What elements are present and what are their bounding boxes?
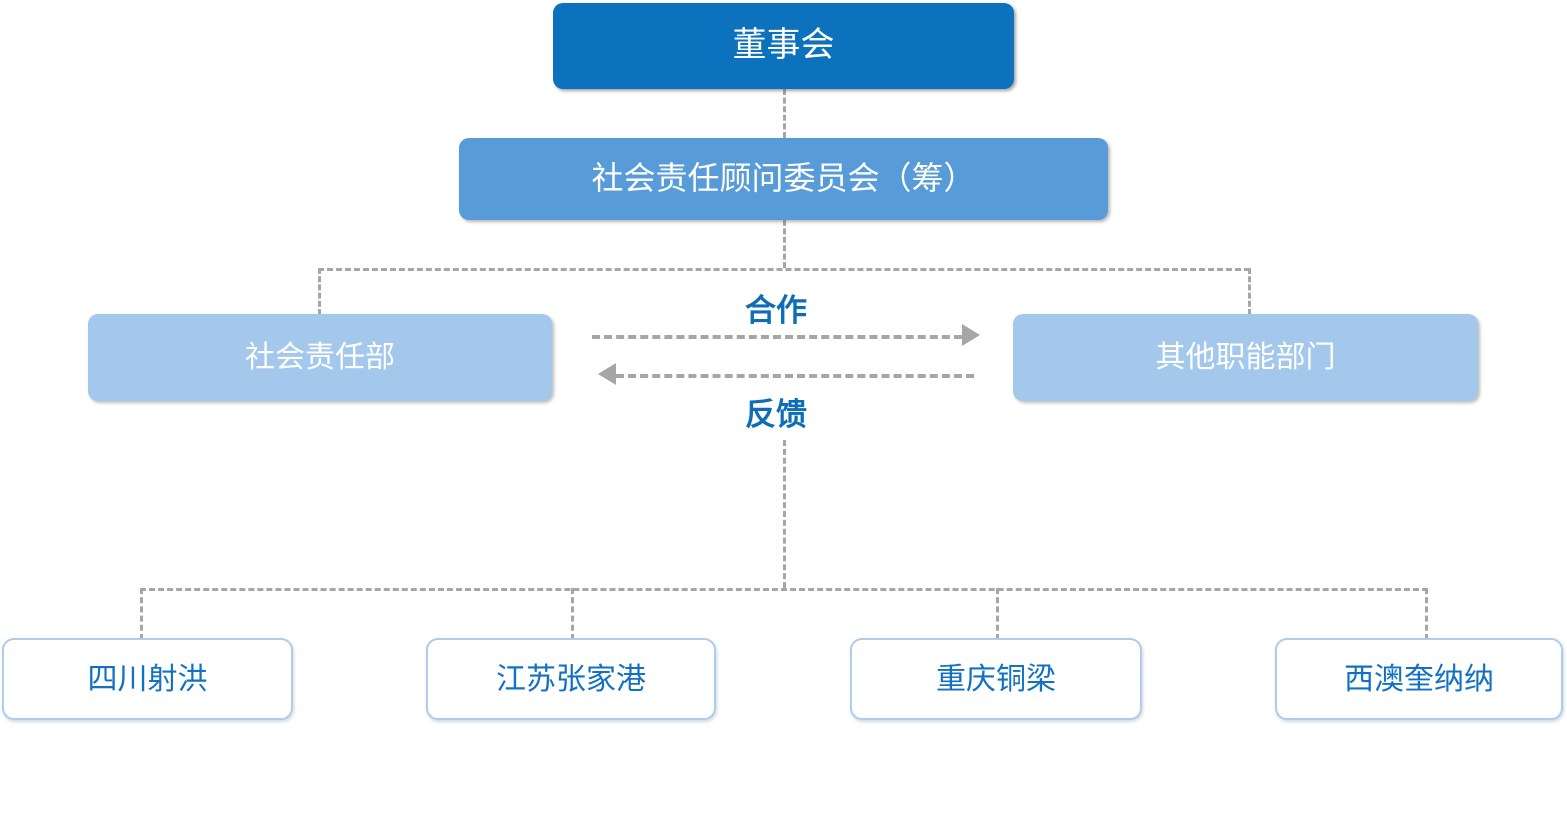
node-site-jiangsu-zhangjiagang-label: 江苏张家港 <box>496 662 646 696</box>
connector-bus-to-other-dept <box>1248 268 1251 315</box>
connector-bus-to-site-3 <box>1425 588 1428 640</box>
node-site-sichuan-shehong-label: 四川射洪 <box>87 662 208 696</box>
connector-bus-to-site-0 <box>140 588 143 640</box>
feedback-label: 反馈 <box>745 397 807 432</box>
connector-department-bus <box>318 268 1250 271</box>
connector-committee-down <box>783 220 786 268</box>
node-csr-advisory-committee[interactable]: 社会责任顾问委员会（筹） <box>459 138 1108 220</box>
node-csr-department-label: 社会责任部 <box>245 341 395 374</box>
node-csr-advisory-committee-label: 社会责任顾问委员会（筹） <box>591 160 976 197</box>
node-site-western-australia-kwinana-label: 西澳奎纳纳 <box>1344 662 1494 696</box>
cooperation-arrow-line <box>592 335 974 339</box>
node-site-jiangsu-zhangjiagang[interactable]: 江苏张家港 <box>426 638 716 720</box>
node-site-western-australia-kwinana[interactable]: 西澳奎纳纳 <box>1275 638 1563 720</box>
connector-bus-to-site-2 <box>996 588 999 640</box>
node-other-functional-departments[interactable]: 其他职能部门 <box>1013 314 1478 401</box>
node-site-chongqing-tongliang-label: 重庆铜梁 <box>936 662 1056 696</box>
feedback-arrow-head-icon <box>598 363 616 385</box>
feedback-arrow-line <box>616 374 974 378</box>
node-site-sichuan-shehong[interactable]: 四川射洪 <box>2 638 293 720</box>
connector-bus-to-site-1 <box>571 588 574 640</box>
cooperation-label: 合作 <box>745 293 807 328</box>
connector-site-bus <box>140 588 1428 591</box>
node-site-chongqing-tongliang[interactable]: 重庆铜梁 <box>850 638 1142 720</box>
node-csr-department[interactable]: 社会责任部 <box>88 314 552 401</box>
node-board-of-directors[interactable]: 董事会 <box>553 3 1014 89</box>
connector-csr-dept-down <box>783 440 786 588</box>
node-other-functional-departments-label: 其他职能部门 <box>1155 341 1336 374</box>
connector-bus-to-csr-dept <box>318 268 321 315</box>
node-board-of-directors-label: 董事会 <box>732 26 835 65</box>
cooperation-arrow-head-icon <box>962 324 980 346</box>
connector-board-to-committee <box>783 89 786 138</box>
